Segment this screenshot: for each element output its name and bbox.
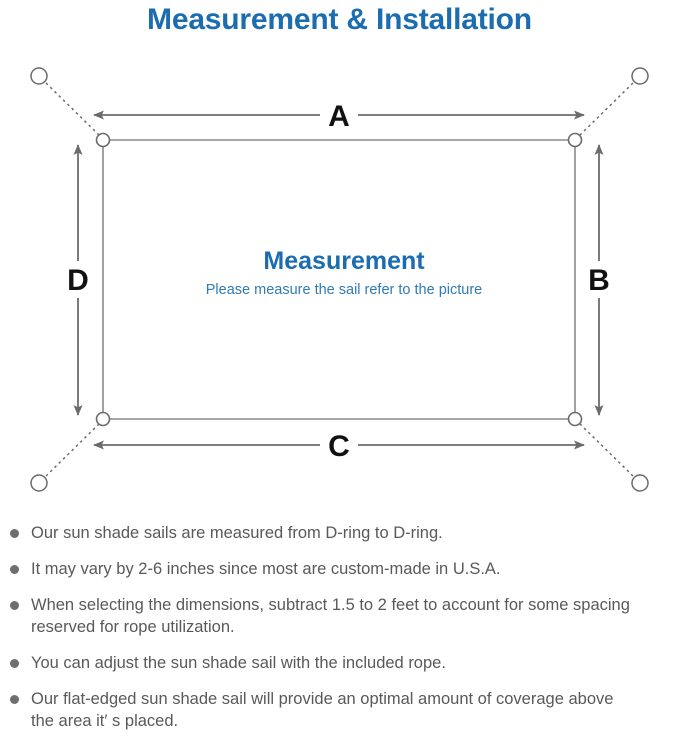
anchor-top-left-icon — [30, 67, 48, 85]
dimension-label-b: B — [588, 264, 610, 297]
d-ring-bottom-right-icon — [567, 411, 583, 427]
d-ring-top-left-icon — [95, 132, 111, 148]
rope-bottom-left — [45, 423, 100, 477]
anchor-bottom-left-icon — [30, 474, 48, 492]
d-ring-bottom-left-icon — [95, 411, 111, 427]
note-text: Our sun shade sails are measured from D-… — [31, 524, 443, 542]
bullet-icon — [10, 565, 19, 574]
page-title: Measurement & Installation — [147, 3, 532, 36]
bullet-icon — [10, 529, 19, 538]
anchor-top-right-icon — [631, 67, 649, 85]
bullet-icon — [10, 695, 19, 704]
dimension-label-a: A — [328, 100, 350, 133]
sail-rectangle — [102, 139, 576, 420]
rope-bottom-right — [579, 423, 634, 477]
rope-top-left — [45, 82, 100, 136]
list-item: You can adjust the sun shade sail with t… — [0, 652, 679, 674]
list-item: When selecting the dimensions, subtract … — [0, 594, 679, 638]
notes-list: Our sun shade sails are measured from D-… — [0, 522, 679, 746]
note-text: Our flat-edged sun shade sail will provi… — [31, 690, 614, 730]
sail-center-subtitle: Please measure the sail refer to the pic… — [206, 282, 482, 298]
list-item: It may vary by 2-6 inches since most are… — [0, 558, 679, 580]
d-ring-top-right-icon — [567, 132, 583, 148]
rope-top-right — [579, 82, 634, 136]
dimension-label-c: C — [328, 430, 350, 463]
note-text: You can adjust the sun shade sail with t… — [31, 654, 446, 672]
list-item: Our flat-edged sun shade sail will provi… — [0, 688, 679, 732]
measurement-diagram: A C D B Measurement Please measure the s… — [30, 67, 649, 492]
dimension-label-d: D — [67, 264, 89, 297]
sail-center-title: Measurement — [263, 247, 425, 275]
note-text: It may vary by 2-6 inches since most are… — [31, 560, 501, 578]
bullet-icon — [10, 601, 19, 610]
note-text: When selecting the dimensions, subtract … — [31, 596, 630, 636]
anchor-bottom-right-icon — [631, 474, 649, 492]
list-item: Our sun shade sails are measured from D-… — [0, 522, 679, 544]
bullet-icon — [10, 659, 19, 668]
